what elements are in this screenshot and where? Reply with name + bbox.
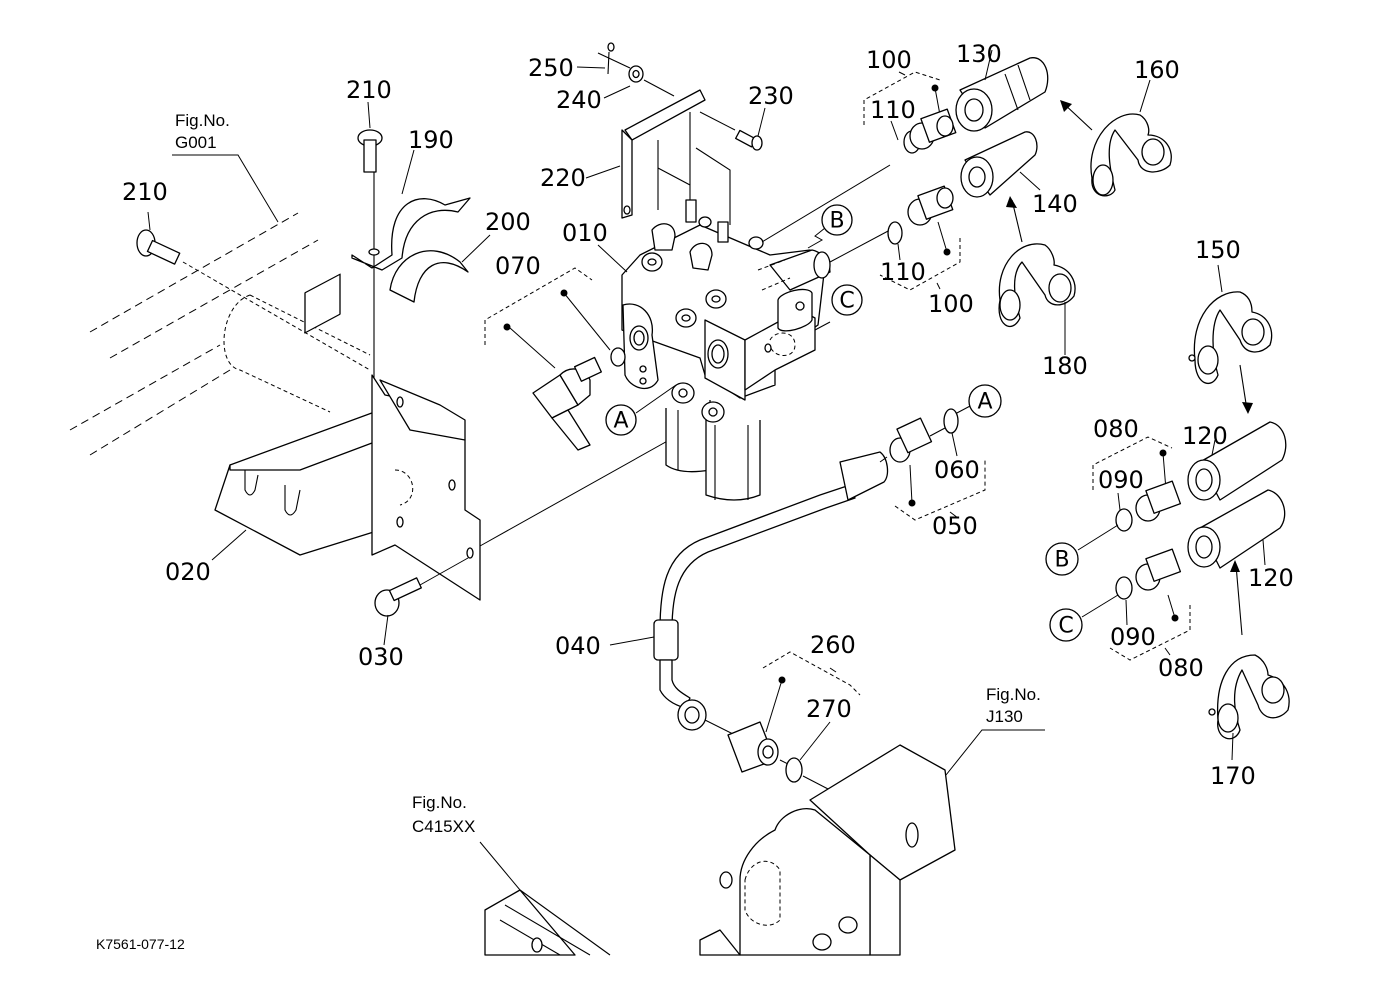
part-100-adaptor-upper[interactable] xyxy=(863,71,957,154)
part-030-bolt[interactable] xyxy=(374,557,469,646)
marker-c-right: C xyxy=(1049,594,1119,642)
label-140: 140 xyxy=(1032,190,1078,218)
label-220: 220 xyxy=(540,164,586,192)
label-250: 250 xyxy=(528,54,574,82)
fig-ref-g001[interactable]: Fig.No. G001 xyxy=(172,111,279,223)
marker-a-right: A xyxy=(968,384,1002,418)
label-130: 130 xyxy=(956,40,1002,68)
label-160: 160 xyxy=(1134,56,1180,84)
label-180: 180 xyxy=(1042,352,1088,380)
part-180-dust-cap[interactable] xyxy=(998,196,1076,355)
part-220-lever[interactable] xyxy=(585,89,731,225)
fig-ref-c415xx-line2: C415XX xyxy=(412,817,475,836)
label-110-lower: 110 xyxy=(880,258,926,286)
fig-ref-j130-line1: Fig.No. xyxy=(986,685,1041,704)
part-080-adaptor-upper[interactable] xyxy=(1092,436,1182,532)
label-070: 070 xyxy=(495,252,541,280)
part-120-coupler-upper[interactable] xyxy=(1187,421,1287,501)
fig-ref-j130[interactable]: Fig.No. J130 xyxy=(945,685,1045,776)
transmission-housing xyxy=(484,889,741,956)
svg-text:A: A xyxy=(977,390,992,415)
label-120-lower: 120 xyxy=(1248,564,1294,592)
hydraulic-pump xyxy=(719,744,956,956)
part-070-elbow-kit[interactable] xyxy=(484,267,626,451)
fig-ref-c415xx[interactable]: Fig.No. C415XX xyxy=(412,793,521,891)
svg-text:C: C xyxy=(839,289,854,314)
label-040: 040 xyxy=(555,632,601,660)
label-170: 170 xyxy=(1210,762,1256,790)
fig-ref-g001-line2: G001 xyxy=(175,133,217,152)
label-270: 270 xyxy=(806,695,852,723)
frame-pipe xyxy=(223,273,371,413)
svg-text:B: B xyxy=(829,209,844,234)
part-240-washer[interactable] xyxy=(603,65,675,99)
label-090-upper: 090 xyxy=(1098,466,1144,494)
part-140-coupler[interactable] xyxy=(960,131,1041,198)
part-130-coupler[interactable] xyxy=(955,49,1049,132)
part-120-coupler-lower[interactable] xyxy=(1187,489,1286,569)
label-200: 200 xyxy=(485,208,531,236)
label-100-lower: 100 xyxy=(928,290,974,318)
marker-a-valve: A xyxy=(605,384,677,436)
fig-ref-c415xx-line1: Fig.No. xyxy=(412,793,467,812)
marker-b-right: B xyxy=(1045,524,1119,576)
part-210-bolt-left[interactable] xyxy=(136,211,371,371)
part-060-o-ring[interactable] xyxy=(943,408,959,457)
part-020-bracket[interactable] xyxy=(211,374,706,601)
label-210-left: 210 xyxy=(122,178,168,206)
label-260: 260 xyxy=(810,631,856,659)
marker-b-valve: B xyxy=(807,204,853,249)
part-230-pin[interactable] xyxy=(699,107,766,151)
part-190-clamp[interactable] xyxy=(351,149,471,271)
label-080-lower: 080 xyxy=(1158,654,1204,682)
label-060: 060 xyxy=(934,456,980,484)
marker-c-valve: C xyxy=(831,284,863,316)
label-110-upper: 110 xyxy=(870,96,916,124)
frame-reference-lines xyxy=(69,212,319,456)
label-120-upper: 120 xyxy=(1182,422,1228,450)
fig-ref-g001-line1: Fig.No. xyxy=(175,111,230,130)
part-040-hose[interactable] xyxy=(609,451,889,736)
svg-text:A: A xyxy=(613,409,628,434)
part-200-rubber[interactable] xyxy=(389,234,491,303)
part-100-adaptor-lower[interactable] xyxy=(879,185,961,291)
part-260-adaptor[interactable] xyxy=(727,651,861,773)
label-240: 240 xyxy=(556,86,602,114)
label-030: 030 xyxy=(358,643,404,671)
svg-text:B: B xyxy=(1054,548,1069,573)
label-050: 050 xyxy=(932,512,978,540)
part-010-control-valve[interactable] xyxy=(597,164,891,501)
drawing-code: K7561-077-12 xyxy=(96,936,185,952)
part-080-adaptor-lower[interactable] xyxy=(1109,548,1191,661)
label-100-upper: 100 xyxy=(866,46,912,74)
label-190: 190 xyxy=(408,126,454,154)
label-230: 230 xyxy=(748,82,794,110)
part-160-dust-cap[interactable] xyxy=(1060,79,1172,197)
part-250-cotter-pin[interactable] xyxy=(576,42,631,75)
part-150-dust-cap[interactable] xyxy=(1188,264,1273,414)
part-170-dust-cap[interactable] xyxy=(1208,560,1290,761)
label-150: 150 xyxy=(1195,236,1241,264)
label-210-top: 210 xyxy=(346,76,392,104)
label-080-upper: 080 xyxy=(1093,415,1139,443)
part-050-adaptor[interactable] xyxy=(879,404,986,521)
label-090-lower: 090 xyxy=(1110,623,1156,651)
fig-ref-j130-line2: J130 xyxy=(986,707,1023,726)
label-020: 020 xyxy=(165,558,211,586)
label-010: 010 xyxy=(562,219,608,247)
part-270-o-ring[interactable] xyxy=(785,721,831,791)
svg-text:C: C xyxy=(1058,614,1073,639)
